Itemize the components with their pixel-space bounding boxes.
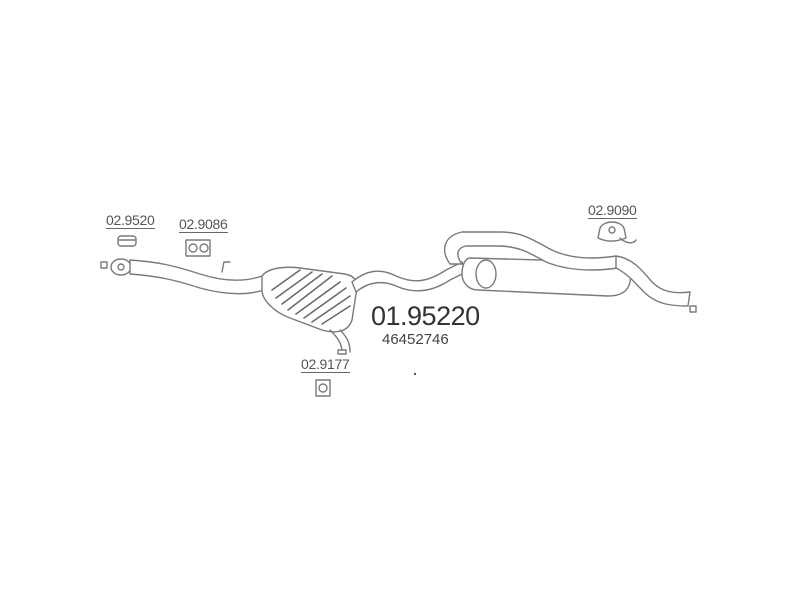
rubber-mount-icon [597,221,637,244]
part-code-hanger-left: 02.9086 [179,216,228,233]
part-code-clamp-left: 02.9520 [106,212,155,229]
oem-number: 46452746 [382,331,449,348]
middle-silencer [261,266,359,333]
tailpipe [615,255,691,307]
part-code-hanger-bottom: 02.9177 [301,356,350,373]
rubber-hanger-small-icon [315,379,331,397]
intermediate-pipe [351,261,467,293]
front-pipe [129,259,265,295]
middle-silencer-outlet [329,329,351,353]
stray-dot [413,372,417,376]
front-pipe-hook [221,261,231,273]
rear-silencer-inlet [475,259,497,289]
part-code-hanger-right: 02.9090 [588,202,637,219]
front-flange [100,258,132,276]
tailpipe-marker [689,305,697,313]
rubber-hanger-icon [185,239,211,257]
middle-silencer-hatching [271,269,351,325]
main-part-number: 01.95220 [371,301,480,331]
outlet-stub [337,349,347,355]
clamp-icon [117,235,137,247]
